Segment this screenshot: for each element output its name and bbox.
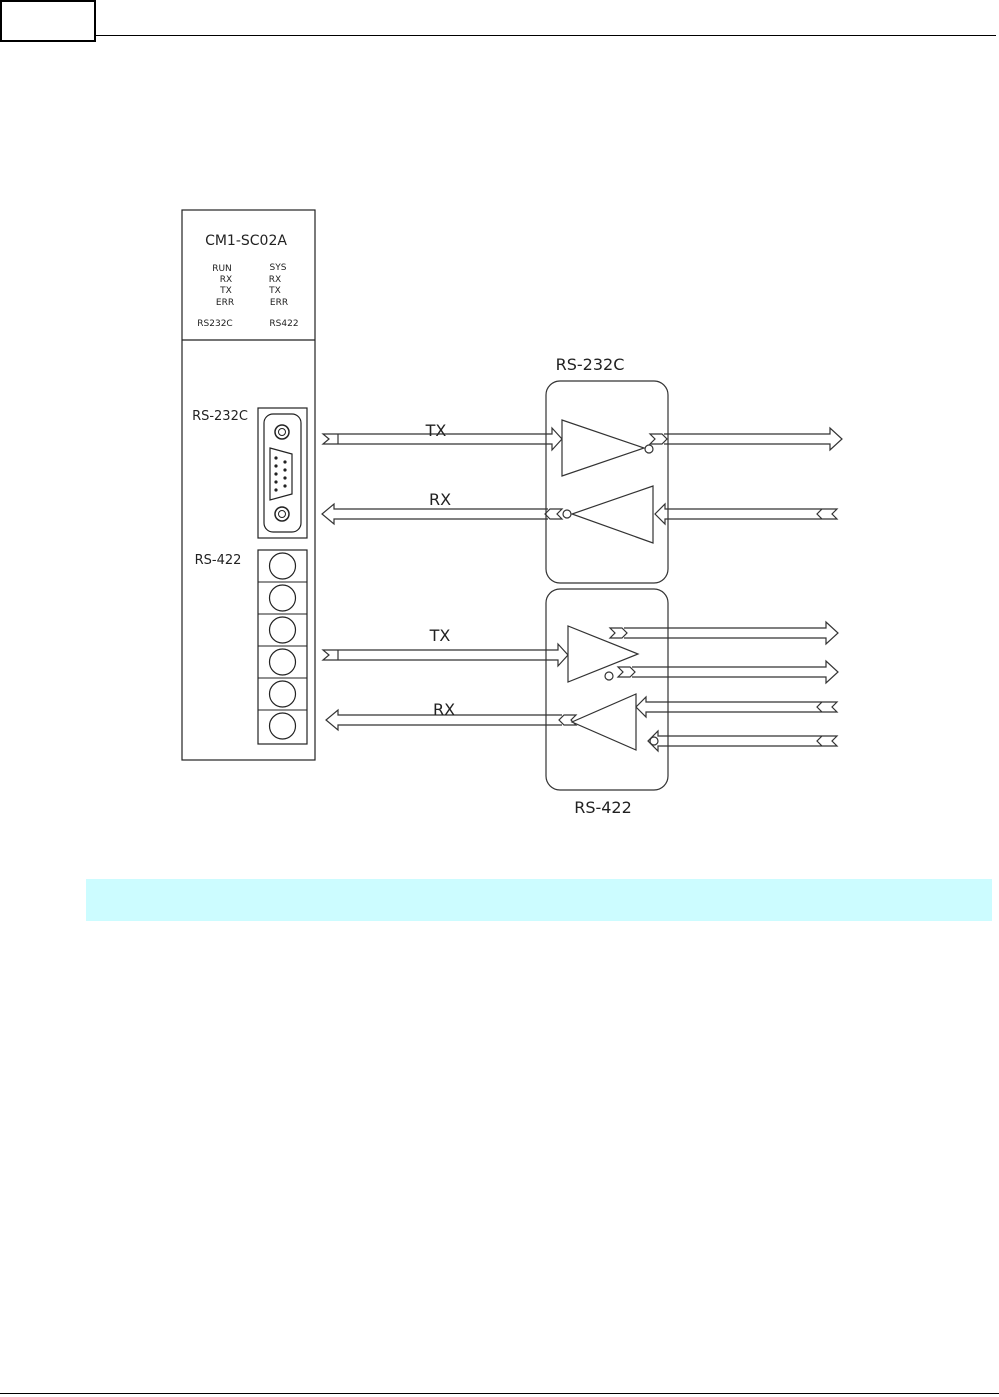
buffer-gates xyxy=(561,419,659,751)
rs232-rx-in-arrow xyxy=(654,502,839,526)
terminal-screw xyxy=(268,680,297,708)
rs422-txp-out-arrow xyxy=(608,620,839,646)
highlight-band xyxy=(86,879,992,921)
rs232-driver-gate xyxy=(561,419,646,477)
led-label-err-right: ERR xyxy=(270,298,288,308)
db9-screw-top-inner xyxy=(278,428,286,436)
db9-connector xyxy=(257,407,308,539)
rs232c-block xyxy=(545,380,669,584)
rs422-receiver-gate xyxy=(570,693,637,751)
page-header-rule xyxy=(96,35,996,36)
db9-pin xyxy=(283,476,287,480)
rs422-block xyxy=(545,588,669,791)
led-label-rx-right: RX xyxy=(269,275,281,285)
rs232c-port-label: RS-232C xyxy=(192,409,248,424)
terminal-screw xyxy=(268,648,297,676)
page-header-box xyxy=(0,0,96,42)
rs422-block-title: RS-422 xyxy=(574,798,632,817)
db9-pin-housing xyxy=(269,447,293,501)
db9-pin xyxy=(274,488,278,492)
db9-pin xyxy=(274,464,278,468)
rs422-terminal-block xyxy=(257,549,308,745)
rs422-rx-label: RX xyxy=(433,700,455,719)
module-model-label: CM1-SC02A xyxy=(205,233,287,249)
db9-screw-bottom-inner xyxy=(278,510,286,518)
rs422-receiver-bubble xyxy=(649,736,659,746)
led-label-rx-left: RX xyxy=(220,275,232,285)
terminal-screw xyxy=(268,616,297,644)
rs232-rx-arrow xyxy=(321,502,564,526)
rs422-driver-gate xyxy=(567,625,640,683)
led-label-sys: SYS xyxy=(270,263,287,273)
db9-pin xyxy=(283,460,287,464)
rs232-receiver-bubble xyxy=(562,509,572,519)
terminal-screw xyxy=(268,712,297,740)
page-footer-rule xyxy=(0,1393,999,1394)
rs232-rx-label: RX xyxy=(429,490,451,509)
port-label-rs422-small: RS422 xyxy=(269,319,298,329)
led-labels-left: RUN RX TX ERR RS232C xyxy=(197,264,234,329)
rs422-rxn-in-arrow xyxy=(647,729,839,753)
db9-pin xyxy=(274,480,278,484)
led-label-tx-left: TX xyxy=(219,286,232,296)
rs422-tx-label: TX xyxy=(429,626,451,645)
db9-pin xyxy=(283,468,287,472)
rs422-txn-out-arrow xyxy=(616,659,839,685)
rs232-driver-bubble xyxy=(644,444,654,454)
db9-pin xyxy=(274,456,278,460)
rs422-port-label: RS-422 xyxy=(195,553,242,568)
terminal-screw xyxy=(268,552,297,580)
rs232-tx-out-arrow xyxy=(648,426,843,452)
communication-module-diagram: CM1-SC02A RUN RX TX ERR RS232C SYS RX TX… xyxy=(178,208,846,820)
rs232-receiver-gate xyxy=(570,485,654,544)
rs422-driver-bubble xyxy=(604,671,614,681)
led-label-tx-right: TX xyxy=(268,286,281,296)
terminal-screw xyxy=(268,584,297,612)
db9-pin xyxy=(274,472,278,476)
led-label-run: RUN xyxy=(212,264,232,274)
rs232-tx-label: TX xyxy=(425,421,447,440)
rs422-rx-arrow xyxy=(325,708,578,732)
rs232c-block-title: RS-232C xyxy=(556,355,625,374)
db9-pins xyxy=(274,456,287,492)
led-labels-right: SYS RX TX ERR RS422 xyxy=(268,263,298,329)
db9-pin xyxy=(283,484,287,488)
led-label-err-left: ERR xyxy=(216,298,234,308)
port-label-rs232c-small: RS232C xyxy=(197,319,232,329)
